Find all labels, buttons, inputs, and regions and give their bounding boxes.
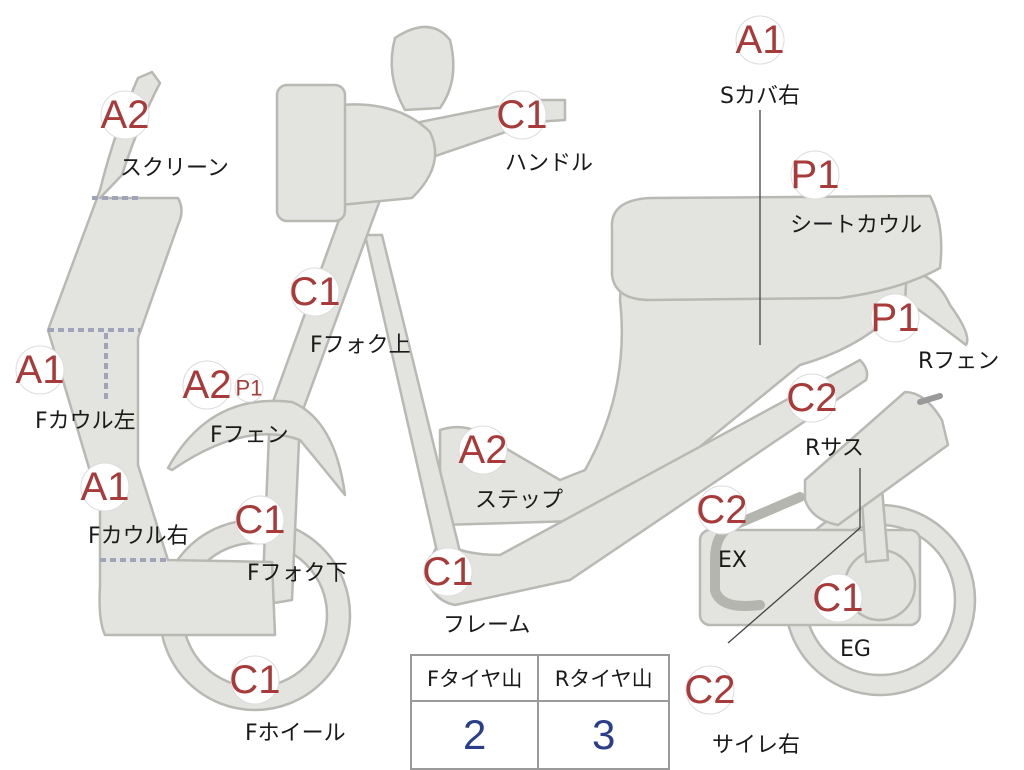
grade-f-fork-upper: C1 — [289, 270, 340, 314]
badge-r-fender: P1 Rフェン — [870, 293, 999, 374]
tire-tread-table: Fタイヤ山 Rタイヤ山 2 3 — [409, 654, 670, 770]
badge-f-fork-lower: C1 Fフォク下 — [234, 495, 348, 586]
grade-step: A2 — [459, 428, 508, 472]
grade-r-fender: P1 — [871, 296, 920, 340]
grade-handle: C1 — [496, 93, 547, 137]
mirror-shape — [390, 25, 455, 112]
label-exhaust: EX — [718, 548, 747, 573]
tire-table-header-row: Fタイヤ山 Rタイヤ山 — [409, 654, 670, 702]
silencer-shape — [803, 390, 950, 527]
badge-f-fork-upper: C1 Fフォク上 — [289, 267, 411, 358]
badge-f-cowl-right: A1 Fカウル右 — [80, 462, 189, 549]
label-handle: ハンドル — [505, 151, 593, 176]
badge-r-suspension: C2 Rサス — [786, 373, 864, 461]
badge-engine: C1 EG — [812, 573, 871, 662]
badge-f-cowl-left: A1 Fカウル左 — [15, 345, 136, 434]
label-f-fender: Fフェン — [210, 423, 289, 448]
front-tire-value: 2 — [409, 700, 540, 770]
badge-step: A2 ステップ — [458, 425, 563, 513]
grade-f-fender-extra: P1 — [236, 376, 263, 401]
label-f-cowl-left: Fカウル左 — [35, 409, 136, 434]
label-screen: スクリーン — [120, 156, 229, 181]
label-silencer-right: サイレ右 — [712, 733, 800, 758]
grade-exhaust: C2 — [696, 488, 747, 532]
label-step: ステップ — [475, 488, 563, 513]
grade-seat-cowl: P1 — [791, 153, 840, 197]
label-r-fender: Rフェン — [918, 349, 999, 374]
frame-tube-shape — [363, 233, 464, 567]
label-engine: EG — [840, 637, 871, 662]
body-cover-shape — [438, 223, 912, 527]
grade-f-cowl-left: A1 — [16, 348, 65, 392]
under-frame-shape — [423, 358, 869, 607]
grade-f-fork-lower: C1 — [234, 498, 285, 542]
rear-tire-value: 3 — [537, 700, 670, 770]
grade-s-cover-right: A1 — [736, 18, 785, 62]
badge-f-fender: A2 P1 Fフェン — [182, 360, 289, 448]
badge-exhaust: C2 EX — [696, 485, 748, 573]
label-s-cover-right: Sカバ右 — [720, 84, 800, 109]
label-frame: フレーム — [443, 613, 530, 638]
grade-screen: A2 — [101, 93, 150, 137]
label-f-fork-upper: Fフォク上 — [310, 333, 411, 358]
badge-screen: A2 スクリーン — [100, 90, 229, 181]
label-f-wheel: Fホイール — [245, 721, 346, 746]
scooter-silhouette — [46, 25, 977, 712]
grade-f-wheel: C1 — [229, 658, 280, 702]
label-f-cowl-right: Fカウル右 — [88, 524, 189, 549]
badge-handle: C1 ハンドル — [496, 90, 593, 176]
seat-cowl-shape — [610, 194, 943, 302]
front-tire-header: Fタイヤ山 — [409, 654, 540, 702]
grip-box-shape — [275, 83, 347, 223]
grade-f-cowl-right: A1 — [81, 465, 130, 509]
grade-r-suspension: C2 — [786, 376, 837, 420]
grade-frame: C1 — [422, 550, 473, 594]
badge-s-cover-right: A1 Sカバ右 — [720, 15, 800, 109]
badge-frame: C1 フレーム — [422, 547, 530, 638]
label-r-suspension: Rサス — [805, 436, 864, 461]
badge-seat-cowl: P1 シートカウル — [790, 150, 922, 238]
front-fender-shape — [166, 399, 347, 497]
label-seat-cowl: シートカウル — [790, 213, 922, 238]
rear-tire-header: Rタイヤ山 — [537, 654, 670, 702]
grade-f-fender: A2 — [183, 363, 232, 407]
badge-f-wheel: C1 Fホイール — [229, 655, 346, 746]
tire-table-value-row: 2 3 — [409, 700, 670, 770]
grade-engine: C1 — [812, 576, 863, 620]
leader-silencer — [727, 527, 861, 644]
grade-silencer-right: C2 — [684, 668, 735, 712]
badge-silencer-right: C2 サイレ右 — [684, 665, 800, 758]
label-f-fork-lower: Fフォク下 — [247, 561, 348, 586]
